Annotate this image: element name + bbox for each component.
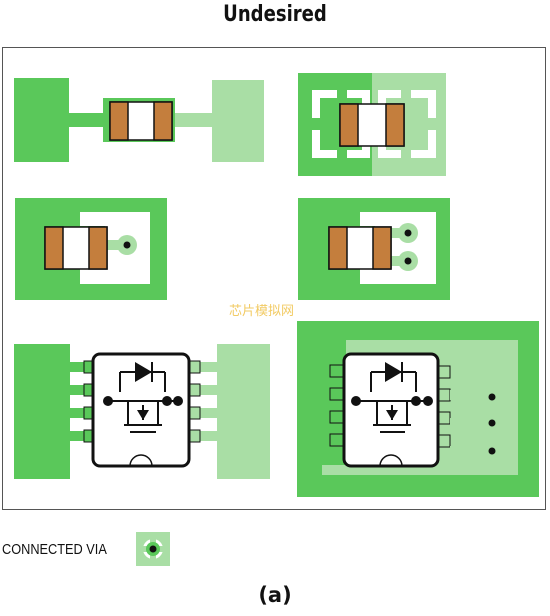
example-double-via <box>298 198 450 300</box>
example-thermal-relief <box>298 73 446 176</box>
connected-via-icon <box>136 532 170 566</box>
diagram-frame <box>2 47 546 510</box>
example-mosfet-vias <box>297 321 539 497</box>
diagram-title: Undesired <box>223 2 327 27</box>
watermark-text: 芯片模拟网 <box>229 304 295 319</box>
example-trace-connection <box>14 78 264 162</box>
example-single-via <box>15 198 167 300</box>
figure-caption: (a) <box>258 583 292 607</box>
legend-label: CONNECTED VIA <box>2 541 107 558</box>
example-mosfet-planes <box>14 344 270 479</box>
